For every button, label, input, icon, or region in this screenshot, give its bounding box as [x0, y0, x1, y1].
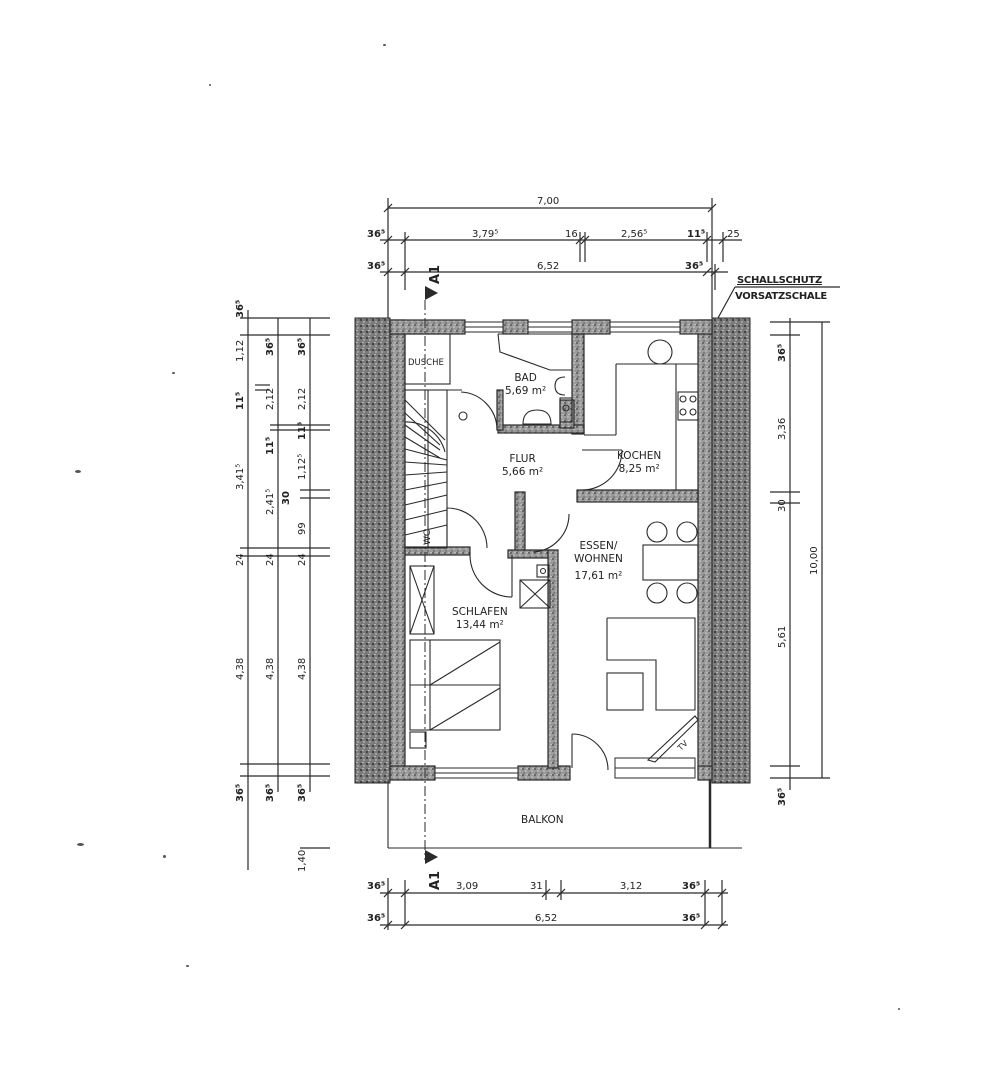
scan-speck — [172, 372, 175, 374]
dim-left-c1-7: 1,40 — [297, 849, 308, 872]
room-area: 5,66 m² — [502, 466, 544, 479]
dim-bot-r1-2: 31 — [530, 881, 543, 892]
dim-bot-r1-4: 36⁵ — [682, 881, 701, 892]
dim-top-r2-0: 36⁵ — [367, 229, 386, 240]
room-name-1: ESSEN/ — [579, 540, 618, 552]
dim-left-c3-3: 1,12⁵ — [297, 453, 308, 480]
dim-left-c2-4: 24 — [265, 553, 276, 566]
dim-left-c1-0: 36⁵ — [235, 299, 246, 318]
dim-left-c3-0: 36⁵ — [297, 337, 308, 356]
scan-speck — [898, 1008, 900, 1010]
dim-left-c1-6: 36⁵ — [235, 783, 246, 802]
dim-right-c1-4: 36⁵ — [777, 787, 788, 806]
room-name-2: WOHNEN — [574, 553, 623, 566]
room-label-balkon: BALKON — [521, 814, 564, 827]
dim-bot-r1-0: 36⁵ — [367, 881, 386, 892]
room-name: SCHLAFEN — [452, 606, 508, 618]
note-schallschutz: SCHALLSCHUTZ — [737, 275, 822, 286]
dim-left-c2-2: 11⁵ — [265, 436, 276, 455]
room-label-flur: FLUR 5,66 m² — [502, 453, 543, 479]
room-name: DUSCHE — [408, 358, 444, 368]
dim-bot-r2-0: 36⁵ — [367, 913, 386, 924]
room-label-essen-wohnen: ESSEN/ WOHNEN 17,61 m² — [574, 540, 623, 583]
scan-speck — [383, 44, 386, 46]
dim-left-c2-1: 2,12 — [265, 387, 276, 410]
scan-speck — [77, 843, 84, 846]
dim-top-r2-3: 2,56⁵ — [621, 229, 648, 240]
room-area: 8,25 m² — [618, 463, 660, 476]
dim-top-overall: 7,00 — [537, 196, 560, 207]
room-label-schlafen: SCHLAFEN 13,44 m² — [452, 606, 508, 632]
dim-top-r2-1: 3,79⁵ — [472, 229, 499, 240]
dim-left-c1-1: 1,12 — [235, 339, 246, 362]
room-name: BALKON — [521, 814, 564, 826]
dim-left-c2-0: 36⁵ — [265, 337, 276, 356]
dim-top-r3-1: 6,52 — [537, 261, 560, 272]
room-label-wc: WC — [423, 529, 433, 545]
scan-speck — [186, 965, 189, 967]
room-area: 5,69 m² — [505, 385, 547, 398]
dim-left-c1-5: 4,38 — [235, 657, 246, 680]
dim-left-c3-2: 11⁵ — [297, 421, 308, 440]
room-area: 13,44 m² — [455, 619, 504, 632]
dim-bot-r2-2: 36⁵ — [682, 913, 701, 924]
dim-right-c1-3: 5,61 — [777, 625, 788, 648]
dim-bot-r2-1: 6,52 — [535, 913, 558, 924]
room-label-dusche: DUSCHE — [408, 358, 444, 369]
room-name: KOCHEN — [617, 450, 662, 462]
dim-top-r2-5: 25 — [727, 229, 740, 240]
dim-left-c2-6: 36⁵ — [265, 783, 276, 802]
dim-left-c3-4: 30 — [281, 491, 292, 505]
dim-top-r2-2: 16 — [565, 229, 578, 240]
dim-right-c1-0: 36⁵ — [777, 343, 788, 362]
scan-speck — [163, 855, 166, 858]
room-name: FLUR — [509, 453, 536, 465]
dim-right-overall: 10,00 — [809, 546, 820, 575]
dim-left-c3-6: 24 — [297, 553, 308, 566]
dim-top-r3-2: 36⁵ — [685, 261, 704, 272]
section-marker-bottom: A1 — [428, 870, 443, 890]
room-area: 17,61 m² — [574, 570, 623, 583]
dim-left-c2-5: 4,38 — [265, 657, 276, 680]
dim-left-c3-5: 99 — [297, 522, 308, 535]
dim-top-r3-0: 36⁵ — [367, 261, 386, 272]
section-marker-top: A1 — [428, 264, 443, 284]
dim-right-c1-2: 30 — [777, 499, 788, 512]
scan-speck — [209, 84, 211, 86]
dim-left-c3-7: 4,38 — [297, 657, 308, 680]
dim-right-c1-1: 3,36 — [777, 417, 788, 440]
room-label-bad: BAD 5,69 m² — [505, 372, 546, 398]
dim-left-c1-3: 3,41⁵ — [235, 463, 246, 490]
room-name: BAD — [514, 372, 537, 384]
dim-top-r2-4: 11⁵ — [687, 229, 706, 240]
scan-speck — [75, 470, 81, 473]
dim-left-c3-8: 36⁵ — [297, 783, 308, 802]
note-vorsatzschale: VORSATZSCHALE — [735, 291, 827, 302]
dim-left-c1-4: 24 — [235, 553, 246, 566]
dim-bot-r1-1: 3,09 — [456, 881, 479, 892]
room-label-kochen: KOCHEN 8,25 m² — [617, 450, 661, 476]
dim-bot-r1-3: 3,12 — [620, 881, 643, 892]
dim-left-c1-2: 11⁵ — [235, 391, 246, 410]
dim-left-c3-1: 2,12 — [297, 387, 308, 410]
dim-left-c2-3: 2,41⁵ — [265, 488, 276, 515]
